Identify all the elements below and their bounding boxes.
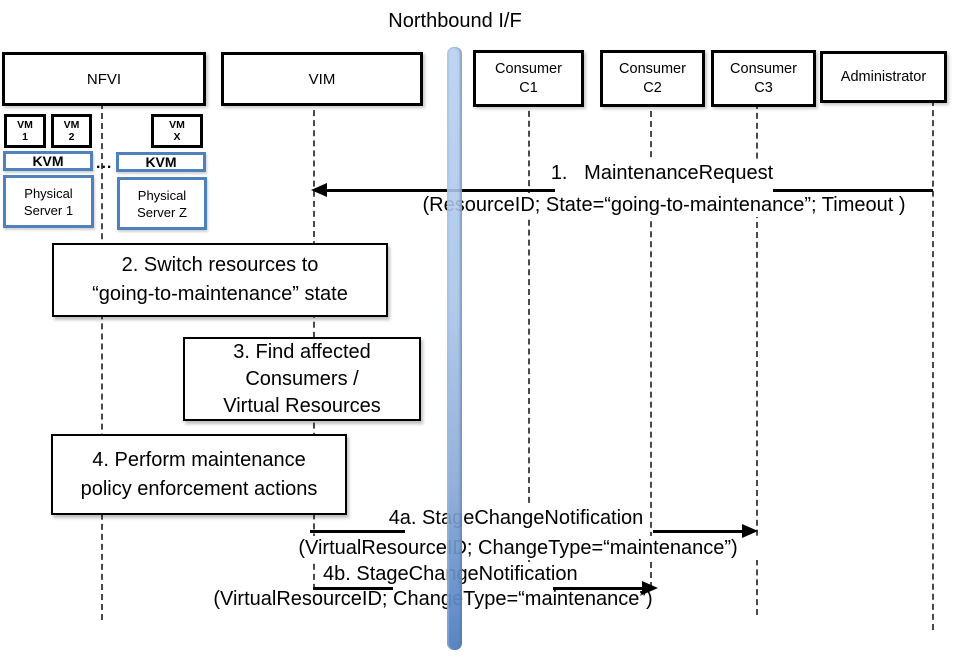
kvm1-label: KVM <box>32 153 64 169</box>
vm2-label-line2: 2 <box>68 131 75 143</box>
step2-box: 2. Switch resources to “going-to-mainten… <box>52 243 388 317</box>
vmx-box: VM X <box>151 114 203 148</box>
actor-label-consumer-c2-line2: C2 <box>643 79 662 96</box>
physical-serverz-line2: Server Z <box>137 204 187 220</box>
step3-line2: Consumers / <box>245 367 359 390</box>
northbound-if-bar <box>447 47 462 650</box>
actor-label-administrator: Administrator <box>840 68 927 85</box>
step4-line2: policy enforcement actions <box>80 477 318 500</box>
physical-serverz-line1: Physical <box>137 187 187 203</box>
msg1-arrow-line-right <box>773 189 933 192</box>
lifeline-consumer-c3 <box>756 103 758 615</box>
vm2-label-line1: VM <box>63 119 80 131</box>
actor-box-administrator: Administrator <box>820 51 947 103</box>
vmx-label-line1: VM <box>169 119 185 131</box>
msg4a-name-label: 4a. StageChangeNotification <box>384 506 648 535</box>
physical-server1-line2: Server 1 <box>23 202 74 218</box>
step4-box: 4. Perform maintenance policy enforcemen… <box>51 434 347 515</box>
actor-label-consumer-c2-line1: Consumer <box>619 60 686 77</box>
vm1-label-line2: 1 <box>22 131 28 143</box>
kvm2-box: KVM <box>116 152 206 172</box>
msg4a-params-label: (VirtualResourceID; ChangeType=“maintena… <box>268 536 768 560</box>
actor-label-consumer-c1-line1: Consumer <box>495 60 562 77</box>
actor-label-consumer-c3-line1: Consumer <box>730 60 797 77</box>
lifeline-nfvi <box>101 103 103 620</box>
msg4b-params-label: (VirtualResourceID; ChangeType=“maintena… <box>180 587 686 611</box>
ellipsis-dots: ... <box>96 155 113 172</box>
lifeline-administrator <box>932 100 934 630</box>
actor-box-consumer-c2: Consumer C2 <box>600 50 705 107</box>
msg1-name-label: 1. MaintenanceRequest <box>548 161 776 193</box>
physical-server1-box: Physical Server 1 <box>3 175 94 228</box>
actor-box-nfvi: NFVI <box>2 52 206 106</box>
step3-line1: 3. Find affected <box>233 340 371 363</box>
actor-label-consumer-c1-line2: C1 <box>519 79 538 96</box>
step4-line1: 4. Perform maintenance <box>92 448 306 471</box>
msg4b-arrowhead-icon <box>642 581 658 595</box>
msg4b-arrow-line-right <box>553 587 644 590</box>
msg1-arrowhead-icon <box>311 183 327 197</box>
vm2-box: VM 2 <box>51 114 92 148</box>
msg1-arrow-line-left <box>324 189 555 192</box>
step3-line3: Virtual Resources <box>223 394 381 417</box>
actor-box-consumer-c3: Consumer C3 <box>711 50 816 107</box>
actor-box-vim: VIM <box>221 52 423 106</box>
step2-line2: “going-to-maintenance” state <box>92 283 348 305</box>
kvm2-label: KVM <box>145 154 177 170</box>
physical-server1-line1: Physical <box>24 185 73 201</box>
step3-box: 3. Find affected Consumers / Virtual Res… <box>183 337 421 421</box>
actor-label-vim: VIM <box>308 70 336 88</box>
msg4b-arrow-line-left <box>313 587 393 590</box>
vmx-label-line2: X <box>173 131 181 143</box>
northbound-if-title: Northbound I/F <box>388 10 522 32</box>
actor-label-nfvi: NFVI <box>86 70 122 88</box>
actor-label-consumer-c3-line2: C3 <box>754 79 773 96</box>
physical-serverz-box: Physical Server Z <box>117 177 207 230</box>
lifeline-consumer-c1 <box>528 101 530 592</box>
msg4a-arrow-line-left <box>310 530 405 533</box>
msg4a-arrow-line-right <box>653 530 744 533</box>
kvm1-box: KVM <box>3 151 93 171</box>
lifeline-consumer-c2 <box>650 101 652 598</box>
vm1-label-line1: VM <box>17 119 33 131</box>
msg4a-arrowhead-icon <box>742 524 758 538</box>
msg1-params-label: (ResourceID; State=“going-to-maintenance… <box>396 193 932 217</box>
step2-line1: 2. Switch resources to <box>121 254 319 276</box>
actor-box-consumer-c1: Consumer C1 <box>473 50 584 107</box>
vm1-box: VM 1 <box>4 114 46 148</box>
